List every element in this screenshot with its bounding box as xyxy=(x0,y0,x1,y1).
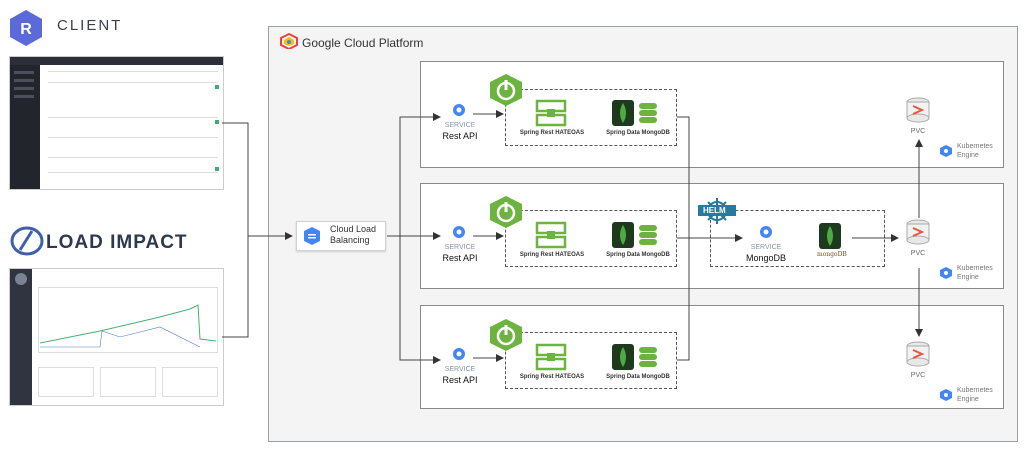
client-app-screenshot xyxy=(9,56,224,190)
service-tag: SERVICE xyxy=(444,122,476,129)
load-balancing-icon xyxy=(304,227,320,245)
kubernetes-engine-label: Kubernetes Engine xyxy=(957,264,993,282)
load-impact-logo-icon xyxy=(10,226,44,256)
pod-box-1 xyxy=(505,89,677,146)
ke-line2: Engine xyxy=(957,152,979,159)
client-logo-letter: R xyxy=(20,21,32,38)
pod-box-3 xyxy=(505,332,677,389)
pvc-label: PVC xyxy=(910,128,926,135)
gear-icon xyxy=(453,104,465,116)
pvc-icon xyxy=(906,341,930,367)
spring-hateoas-icon xyxy=(535,343,567,371)
spring-data-mongodb-label: Spring Data MongoDB xyxy=(606,374,670,380)
helm-icon xyxy=(698,198,736,224)
spring-data-mongodb-icon xyxy=(612,222,657,248)
spring-data-mongodb-icon xyxy=(612,344,657,370)
lb-line1: Cloud Load xyxy=(330,224,377,234)
pvc-label: PVC xyxy=(910,250,926,257)
gear-icon xyxy=(453,226,465,238)
gear-icon xyxy=(760,226,772,238)
spring-hateoas-label: Spring Rest HATEOAS xyxy=(519,252,585,258)
mongodb-logo-icon xyxy=(819,223,841,249)
service-name: Rest API xyxy=(442,375,478,385)
load-impact-screenshot xyxy=(9,268,224,406)
mongodb-logo-text: mongoDB xyxy=(817,251,847,258)
load-impact-title: LOAD IMPACT xyxy=(46,232,188,253)
spring-data-mongodb-label: Spring Data MongoDB xyxy=(606,252,670,258)
pvc-label: PVC xyxy=(910,372,926,379)
service-tag: SERVICE xyxy=(444,244,476,251)
client-logo-icon: R xyxy=(10,10,42,46)
pod-box-2 xyxy=(505,210,677,267)
spring-boot-icon xyxy=(490,74,522,106)
spring-boot-icon xyxy=(490,319,522,351)
ke-line1: Kubernetes xyxy=(957,387,993,394)
gear-icon xyxy=(453,348,465,360)
ke-line1: Kubernetes xyxy=(957,265,993,272)
spring-hateoas-icon xyxy=(535,99,567,127)
ke-line1: Kubernetes xyxy=(957,143,993,150)
spring-data-mongodb-icon xyxy=(612,100,657,126)
service-tag: SERVICE xyxy=(444,366,476,373)
kubernetes-engine-icon xyxy=(940,267,952,279)
spring-data-mongodb-label: Spring Data MongoDB xyxy=(606,130,670,136)
pvc-icon xyxy=(906,219,930,245)
spring-hateoas-label: Spring Rest HATEOAS xyxy=(519,374,585,380)
mongodb-service-name: MongoDB xyxy=(745,253,787,263)
ke-line2: Engine xyxy=(957,396,979,403)
spring-hateoas-icon xyxy=(535,221,567,249)
spring-boot-icon xyxy=(490,196,522,228)
kubernetes-engine-label: Kubernetes Engine xyxy=(957,142,993,160)
ke-line2: Engine xyxy=(957,274,979,281)
lb-line2: Balancing xyxy=(330,235,370,245)
helm-label: HELM xyxy=(703,206,726,215)
pvc-icon xyxy=(906,97,930,123)
kubernetes-engine-icon xyxy=(940,145,952,157)
gcp-logo-icon xyxy=(280,33,298,49)
kubernetes-engine-label: Kubernetes Engine xyxy=(957,386,993,404)
kubernetes-cluster-1 xyxy=(420,61,1004,168)
spring-hateoas-label: Spring Rest HATEOAS xyxy=(519,130,585,136)
service-name: Rest API xyxy=(442,131,478,141)
service-name: Rest API xyxy=(442,253,478,263)
mongodb-service-tag: SERVICE xyxy=(750,244,782,251)
cloud-load-balancing-label: Cloud Load Balancing xyxy=(330,224,376,246)
client-title: CLIENT xyxy=(57,17,123,34)
kubernetes-engine-icon xyxy=(940,389,952,401)
gcp-title: Google Cloud Platform xyxy=(302,36,424,50)
